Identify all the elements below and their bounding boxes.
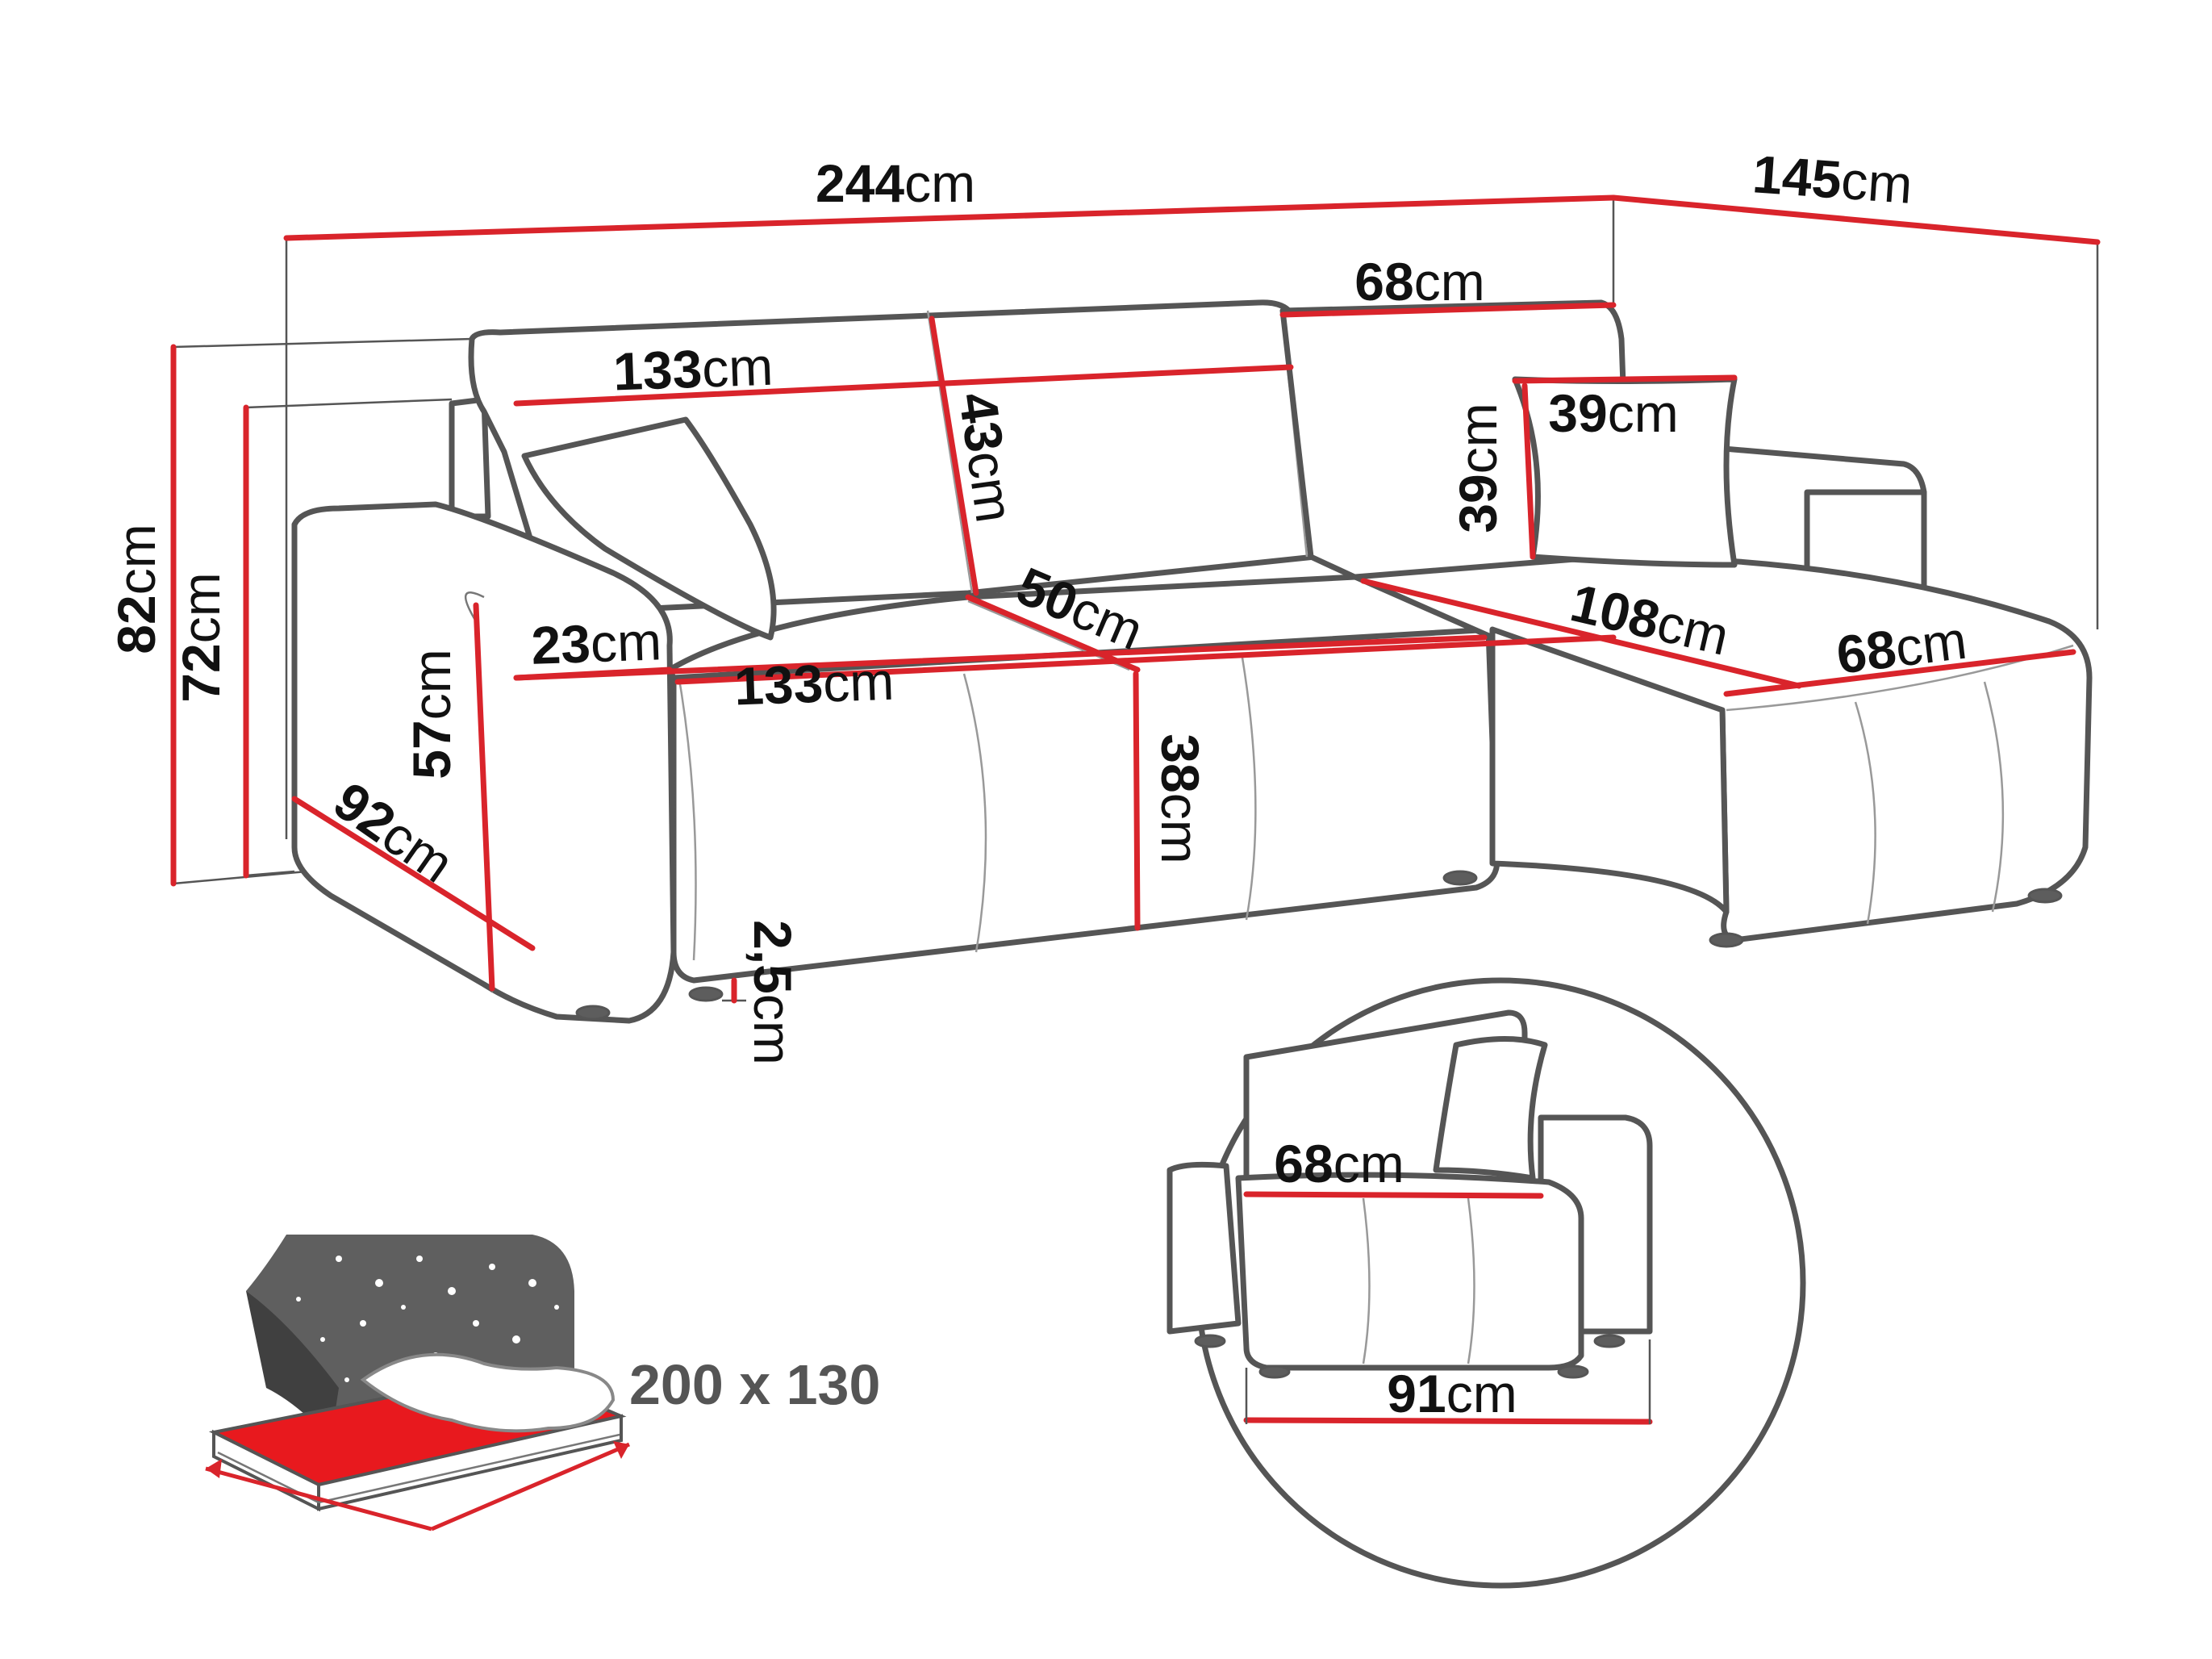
label-armrest-height: 57cm bbox=[402, 649, 461, 779]
label-seat-height: 38cm bbox=[1150, 733, 1210, 863]
label-chaise-length: 145cm bbox=[1751, 144, 1914, 215]
bed-size-text: 200 x 130 bbox=[629, 1353, 880, 1416]
label-back-height: 43cm bbox=[948, 389, 1025, 526]
label-detail-bottom-width: 91cm bbox=[1387, 1364, 1517, 1423]
sleep-function-icon: 200 x 130 bbox=[205, 1235, 880, 1532]
pillow-left bbox=[521, 416, 777, 641]
label-total-length: 244cm bbox=[816, 153, 975, 213]
extension-lines bbox=[173, 198, 2099, 1002]
dimension-lines bbox=[170, 194, 2101, 1004]
label-leg-height: 2,5cm bbox=[743, 920, 803, 1065]
label-chaise-width: 68cm bbox=[1834, 610, 1970, 685]
label-back-height-total: 72cm bbox=[171, 572, 231, 702]
chaise-detail-circle: 68cm 91cm bbox=[1167, 977, 1806, 1589]
label-pillow-height: 39cm bbox=[1448, 403, 1508, 533]
dimension-labels: 244cm 145cm 68cm 133cm 43cm 50cm 39cm 39… bbox=[106, 144, 1970, 1065]
label-armrest-width: 23cm bbox=[530, 611, 662, 675]
label-chaise-back-top: 68cm bbox=[1354, 252, 1484, 311]
label-detail-top-width: 68cm bbox=[1274, 1134, 1404, 1193]
label-seat-width: 133cm bbox=[733, 651, 895, 717]
label-back-cushion-width: 133cm bbox=[612, 336, 774, 402]
label-pillow-width: 39cm bbox=[1548, 383, 1678, 443]
label-total-height: 82cm bbox=[106, 524, 166, 654]
